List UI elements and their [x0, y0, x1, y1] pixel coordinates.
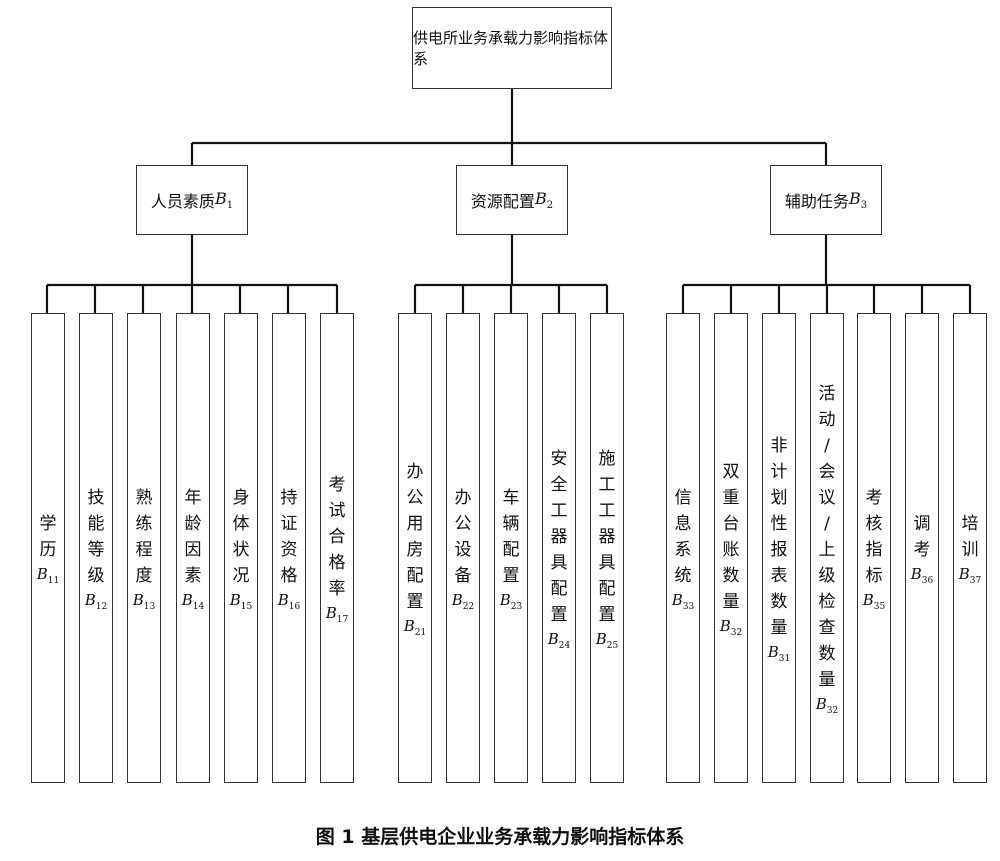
leaf-node: 学历 B11	[31, 313, 65, 783]
leaf-node: 安全工器具配置 B24	[542, 313, 576, 783]
leaf-code: B25	[595, 629, 619, 651]
figure-caption: 图 1 基层供电企业业务承载力影响指标体系	[315, 826, 685, 848]
leaf-label: 考核指标	[865, 487, 883, 586]
leaf-label: 技能等级	[87, 487, 105, 586]
leaf-node: 考核指标 B35	[857, 313, 891, 783]
leaf-code: B33	[671, 590, 695, 612]
leaf-node: 调考 B36	[905, 313, 939, 783]
leaf-node: 活动/会议/上级检查数量 B32	[810, 313, 844, 783]
group-label: 人员素质	[150, 192, 215, 211]
leaf-label: 施工工器具配置	[598, 448, 616, 625]
group-code: B3	[848, 188, 868, 212]
leaf-node: 施工工器具配置 B25	[590, 313, 624, 783]
leaf-code: B35	[862, 590, 886, 612]
leaf-node: 年龄因素 B14	[176, 313, 210, 783]
leaf-code: B32	[815, 694, 839, 716]
leaf-code: B31	[767, 642, 791, 664]
leaf-code: B23	[499, 590, 523, 612]
leaf-node: 车辆配置 B23	[494, 313, 528, 783]
leaf-code: B37	[958, 564, 982, 586]
leaf-node: 信息系统 B33	[666, 313, 700, 783]
leaf-code: B22	[451, 590, 475, 612]
leaf-label: 熟练程度	[135, 487, 153, 586]
group-label: 辅助任务	[784, 192, 849, 211]
leaf-node: 技能等级 B12	[79, 313, 113, 783]
leaf-node: 熟练程度 B13	[127, 313, 161, 783]
leaf-code: B14	[181, 590, 205, 612]
group-label: 资源配置	[470, 192, 535, 211]
leaf-code: B16	[277, 590, 301, 612]
leaf-node: 办公用房配置 B21	[398, 313, 432, 783]
leaf-label: 双重台账数量	[722, 461, 740, 612]
leaf-label: 考试合格率	[328, 474, 346, 599]
leaf-node: 双重台账数量 B32	[714, 313, 748, 783]
leaf-code: B11	[36, 564, 60, 586]
leaf-node: 考试合格率 B17	[320, 313, 354, 783]
leaf-label: 非计划性报表数量	[770, 435, 788, 638]
leaf-node: 办公设备 B22	[446, 313, 480, 783]
leaf-code: B17	[325, 603, 349, 625]
leaf-node: 身体状况 B15	[224, 313, 258, 783]
leaf-label: 安全工器具配置	[550, 448, 568, 625]
leaf-code: B15	[229, 590, 253, 612]
root-node: 供电所业务承载力影响指标体系	[412, 7, 612, 89]
group-code: B1	[214, 188, 234, 212]
leaf-label: 活动/会议/上级检查数量	[818, 383, 836, 690]
leaf-code: B13	[132, 590, 156, 612]
leaf-code: B24	[547, 629, 571, 651]
leaf-code: B32	[719, 616, 743, 638]
leaf-node: 培训 B37	[953, 313, 987, 783]
leaf-label: 持证资格	[280, 487, 298, 586]
leaf-code: B36	[910, 564, 934, 586]
leaf-label: 学历	[39, 513, 57, 560]
leaf-label: 调考	[913, 513, 931, 560]
leaf-label: 年龄因素	[184, 487, 202, 586]
leaf-label: 办公用房配置	[406, 461, 424, 612]
group-code: B2	[534, 188, 554, 212]
leaf-node: 非计划性报表数量 B31	[762, 313, 796, 783]
leaf-node: 持证资格 B16	[272, 313, 306, 783]
leaf-label: 培训	[961, 513, 979, 560]
leaf-label: 信息系统	[674, 487, 692, 586]
leaf-code: B21	[403, 616, 427, 638]
root-label: 供电所业务承载力影响指标体系	[413, 29, 609, 68]
leaf-label: 办公设备	[454, 487, 472, 586]
leaf-label: 身体状况	[232, 487, 250, 586]
leaf-code: B12	[84, 590, 108, 612]
leaf-label: 车辆配置	[502, 487, 520, 586]
